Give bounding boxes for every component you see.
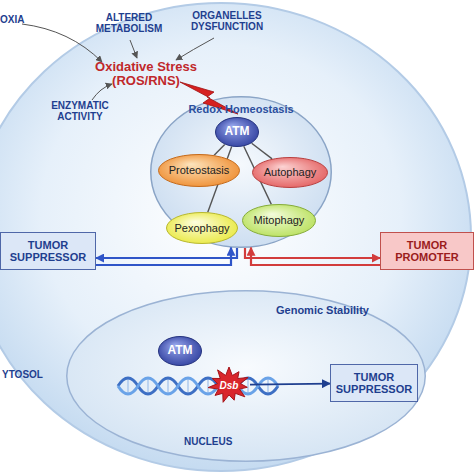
kinase-ellipse: ATM — [158, 336, 202, 366]
inner-compartment: Redox HomeostasisATM Proteostasis Autophag… — [150, 96, 332, 248]
label-text: OXIA — [0, 14, 40, 25]
process-ellipse: Mitophagy — [242, 204, 316, 237]
node-text: Genomic Stability — [276, 304, 386, 316]
kinase-ellipse: ATM — [215, 117, 259, 147]
label-text: ALTERED METABOLISM — [88, 12, 170, 34]
node-text: Dsb — [208, 367, 250, 403]
node-text: TUMOR PROMOTER — [381, 233, 473, 269]
outcome-box: TUMOR PROMOTER — [380, 232, 474, 270]
node-text: Redox Homeostasis — [176, 103, 306, 115]
node-text: NUCLEUS — [184, 436, 254, 447]
ellipse-shape — [159, 337, 202, 366]
node-text: TUMOR SUPPRESSOR — [1, 233, 95, 269]
outcome-box: TUMOR SUPPRESSOR — [0, 232, 96, 270]
node-text: Autophagy — [252, 157, 328, 188]
process-ellipse: Autophagy — [252, 157, 328, 188]
ellipse-shape — [243, 205, 316, 237]
outcome-box: TUMOR SUPPRESSOR — [330, 364, 418, 402]
ellipse-shape — [253, 158, 328, 188]
node-text: ATM — [158, 336, 202, 366]
ellipse-shape — [167, 213, 238, 244]
ellipse-shape — [67, 291, 426, 462]
nuclear-envelope: Genomic StabilityNUCLEUS ATMDsb TUMOR SUPP… — [66, 290, 426, 462]
label-text: ORGANELLES DYSFUNCTION — [183, 10, 271, 32]
process-ellipse: Proteostasis — [158, 154, 240, 187]
node-text: Proteostasis — [158, 154, 240, 187]
ellipse-shape — [216, 118, 259, 147]
lesion-star: Dsb — [208, 367, 250, 403]
node-text: YTOSOL — [2, 369, 62, 380]
label-text: ENZYMATIC ACTIVITY — [44, 100, 116, 122]
ellipse-shape — [159, 155, 240, 187]
node-text: Mitophagy — [242, 204, 316, 237]
node-text: TUMOR SUPPRESSOR — [331, 365, 417, 401]
label-text: Oxidative Stress (ROS/RNS) — [86, 60, 206, 89]
node-text: ATM — [215, 117, 259, 147]
node-text: Pexophagy — [166, 212, 238, 244]
ellipse-shape — [151, 97, 332, 248]
process-ellipse: Pexophagy — [166, 212, 238, 244]
